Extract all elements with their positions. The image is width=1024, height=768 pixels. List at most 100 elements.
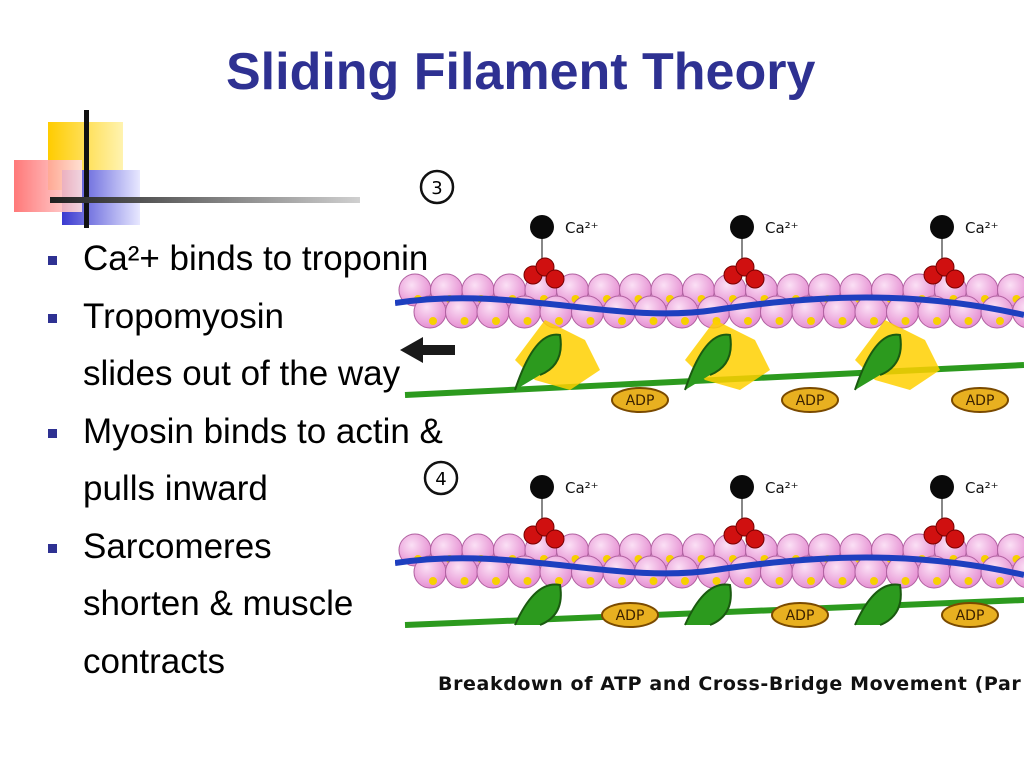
bullet-list: Ca²+ binds to troponin Tropomyosin slide… <box>42 230 512 690</box>
calcium-label: Ca²⁺ <box>765 219 799 237</box>
bullet-item: Tropomyosin slides out of the way <box>42 288 512 403</box>
step-4-marker: 4 <box>423 460 459 496</box>
actin-binding-site <box>838 317 847 325</box>
bullet-text: Sarcomeres <box>83 526 272 566</box>
corner-decoration <box>14 110 360 228</box>
actin-binding-site <box>492 577 500 585</box>
actin-binding-site <box>744 317 752 325</box>
actin-binding-site <box>933 317 941 325</box>
actin-binding-site <box>870 577 878 585</box>
bullet-text: shorten & muscle <box>83 584 354 623</box>
adp-label: ADP <box>626 393 655 409</box>
myosin-head <box>514 333 562 391</box>
adp-molecule <box>771 602 829 628</box>
calcium-label: Ca²⁺ <box>565 219 599 237</box>
troponin-subunit <box>945 529 965 549</box>
actin-binding-site <box>586 577 595 585</box>
actin-binding-site <box>555 317 563 325</box>
actin-binding-site <box>964 577 973 585</box>
bullet-text: pulls inward <box>83 469 268 508</box>
red-square <box>14 160 82 212</box>
actin-binding-site <box>649 317 658 325</box>
actin-binding-site <box>838 577 847 585</box>
direction-arrow-icon <box>400 337 455 363</box>
actin-binding-site <box>901 577 910 585</box>
calcium-ion <box>530 475 554 499</box>
cross-bridge-diagram: 3 4 Ca²⁺ Ca²⁺ Ca²⁺ ADP ADP ADP Ca²⁺ Ca²⁺ Ca²⁺ AD… <box>395 169 1024 695</box>
bullet-square-icon <box>48 313 57 323</box>
horizontal-rule <box>50 197 360 203</box>
myosin-head <box>684 583 732 626</box>
actin-binding-site <box>492 317 500 325</box>
calcium-label: Ca²⁺ <box>765 479 799 497</box>
myosin-head <box>854 333 902 391</box>
bullet-item: Sarcomeres shorten & muscle contracts <box>42 518 512 691</box>
slide-title: Sliding Filament Theory <box>226 43 816 101</box>
step-3-label: 3 <box>431 178 442 199</box>
actin-binding-site <box>933 577 941 585</box>
actin-binding-site <box>586 317 595 325</box>
tropomyosin-strand <box>395 294 1024 318</box>
adp-label: ADP <box>966 393 995 409</box>
adp-label: ADP <box>956 608 985 624</box>
actin-binding-site <box>523 577 532 585</box>
actin-binding-site <box>523 317 532 325</box>
myosin-head <box>514 583 562 626</box>
actin-binding-site <box>555 577 563 585</box>
adp-molecule <box>611 387 669 413</box>
calcium-label: Ca²⁺ <box>965 219 999 237</box>
actin-binding-site <box>901 317 910 325</box>
actin-binding-site <box>460 577 469 585</box>
calcium-label: Ca²⁺ <box>965 479 999 497</box>
adp-molecule <box>951 387 1009 413</box>
bullet-text: contracts <box>83 641 225 681</box>
adp-molecule <box>781 387 839 413</box>
bullet-text: Ca²+ binds to troponin <box>83 239 429 278</box>
actin-binding-site <box>744 577 752 585</box>
actin-binding-site <box>870 317 878 325</box>
bullet-square-icon <box>48 256 57 265</box>
calcium-ion <box>530 215 554 239</box>
calcium-ion <box>730 215 754 239</box>
bullet-item: Myosin binds to actin & pulls inward <box>42 403 512 518</box>
calcium-ion <box>930 475 954 499</box>
troponin-subunit <box>745 269 765 289</box>
bullet-square-icon <box>48 543 57 553</box>
actin-binding-site <box>807 577 815 585</box>
panel-step-3: Ca²⁺ Ca²⁺ Ca²⁺ ADP ADP ADP <box>395 215 1024 413</box>
actin-binding-site <box>681 317 689 325</box>
myosin-head <box>684 333 732 391</box>
myosin-head <box>854 583 902 626</box>
adp-label: ADP <box>616 608 645 624</box>
calcium-ion <box>730 475 754 499</box>
actin-binding-site <box>429 577 437 585</box>
vertical-rule <box>84 110 89 228</box>
troponin-subunit <box>545 529 565 549</box>
adp-molecule <box>941 602 999 628</box>
diagram-caption: Breakdown of ATP and Cross-Bridge Moveme… <box>438 673 1021 695</box>
actin-binding-site <box>618 317 626 325</box>
actin-binding-site <box>429 317 437 325</box>
adp-molecule <box>601 602 659 628</box>
actin-binding-site <box>460 317 469 325</box>
actin-binding-site <box>775 317 784 325</box>
adp-label: ADP <box>796 393 825 409</box>
bullet-square-icon <box>48 428 57 438</box>
actin-binding-site <box>996 577 1004 585</box>
calcium-ion <box>930 215 954 239</box>
actin-binding-site <box>996 317 1004 325</box>
bullet-text: Myosin binds to actin & <box>83 411 443 451</box>
actin-binding-site <box>618 577 626 585</box>
troponin-subunit <box>545 269 565 289</box>
step-3-marker: 3 <box>419 169 455 205</box>
calcium-label: Ca²⁺ <box>565 479 599 497</box>
bullet-text: Tropomyosin <box>83 296 284 336</box>
bullet-text: slides out of the way <box>83 354 401 393</box>
actin-binding-site <box>775 577 784 585</box>
actin-binding-site <box>964 317 973 325</box>
bullet-item: Ca²+ binds to troponin <box>42 230 512 288</box>
step-4-label: 4 <box>435 469 446 490</box>
actin-binding-site <box>712 577 721 585</box>
troponin-subunit <box>945 269 965 289</box>
